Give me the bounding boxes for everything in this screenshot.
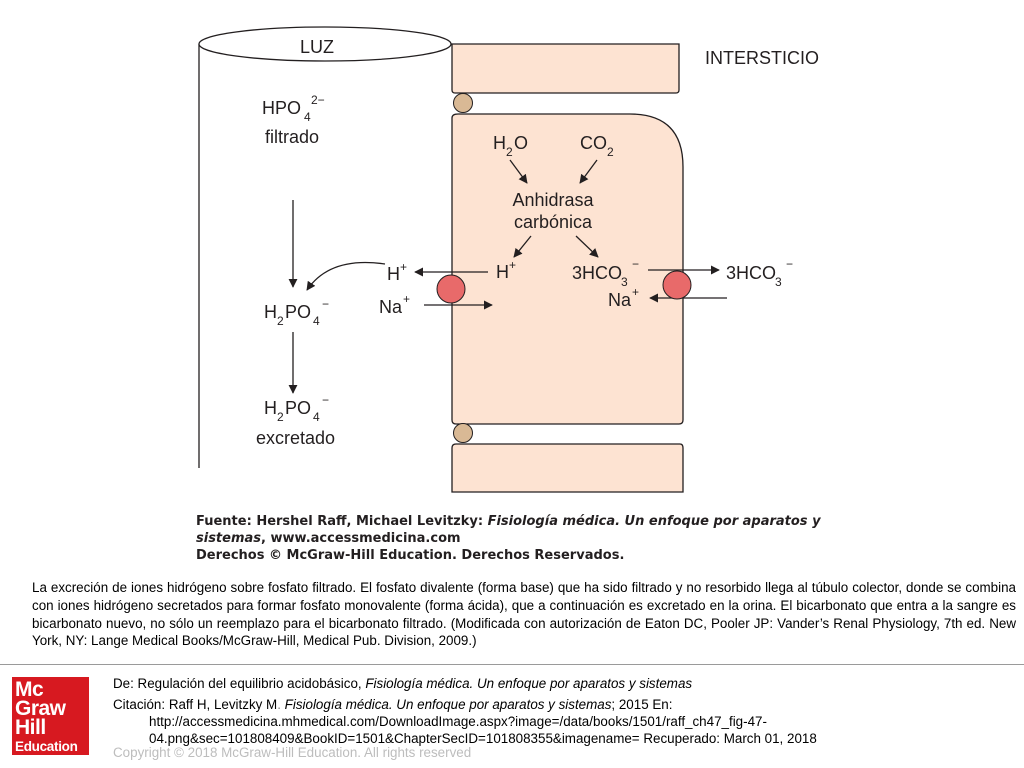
hco3-interstitium-label: 3HCO 3 − — [726, 257, 793, 289]
svg-text:2: 2 — [506, 145, 513, 159]
hpo4-filtered-label: HPO 4 2− filtrado — [262, 93, 325, 147]
svg-text:+: + — [509, 258, 516, 272]
source-line-3: Derechos © McGraw-Hill Education. Derech… — [196, 548, 625, 563]
h-plus-cell-label: H + — [496, 258, 516, 282]
footer-divider — [0, 664, 1024, 665]
svg-text:H: H — [496, 262, 509, 282]
co2-label: CO 2 — [580, 133, 614, 159]
tight-junction-bottom — [453, 423, 473, 443]
svg-text:3: 3 — [775, 275, 782, 289]
logo-education: Education — [15, 739, 78, 754]
svg-text:filtrado: filtrado — [265, 127, 319, 147]
citation-url-line-1[interactable]: http://accessmedicina.mhmedical.com/Down… — [149, 714, 767, 729]
h-plus-lumen-label: H + — [387, 260, 407, 284]
hco3-cell-label: 3HCO 3 − — [572, 257, 639, 289]
citation-line: Citación: Raff H, Levitzky M. Fisiología… — [113, 697, 673, 712]
svg-text:O: O — [514, 133, 528, 153]
source-line-1: Fuente: Hershel Raff, Michael Levitzky: … — [196, 514, 821, 529]
lower-cell — [451, 443, 684, 493]
svg-text:H: H — [264, 302, 277, 322]
svg-text:3HCO: 3HCO — [572, 263, 622, 283]
source-line-2: sistemas, www.accessmedicina.com — [196, 531, 461, 546]
svg-text:PO: PO — [285, 302, 311, 322]
citation-url-line-2[interactable]: 04.png&sec=101808409&BookID=1501&Chapter… — [149, 731, 817, 746]
main-cell — [451, 113, 684, 425]
arrow-to-h — [513, 235, 532, 258]
lumen-opening — [198, 26, 452, 62]
svg-text:3: 3 — [621, 275, 628, 289]
diagram-canvas: LUZ INTERSTICIO HPO 4 2− filtrado H 2 PO… — [198, 26, 819, 493]
svg-text:CO: CO — [580, 133, 607, 153]
svg-text:4: 4 — [304, 110, 311, 124]
luz-label: LUZ — [300, 37, 334, 57]
copyright-notice: Copyright © 2018 McGraw-Hill Education. … — [113, 745, 472, 760]
na-cell-label: Na + — [608, 285, 639, 310]
diagram: LUZ INTERSTICIO HPO 4 2− filtrado H 2 PO… — [196, 26, 821, 563]
svg-text:+: + — [400, 260, 407, 274]
svg-text:2−: 2− — [311, 93, 325, 107]
svg-text:Na: Na — [608, 290, 632, 310]
tight-junction-top — [453, 93, 473, 113]
svg-text:excretado: excretado — [256, 428, 335, 448]
basolateral-transporter — [662, 270, 692, 300]
mcgraw-hill-logo: Mc Graw Hill Education — [12, 677, 89, 755]
apical-antiporter — [436, 274, 466, 304]
svg-text:+: + — [632, 285, 639, 299]
svg-text:4: 4 — [313, 410, 320, 424]
svg-text:−: − — [322, 393, 329, 407]
logo-wordmark: Mc Graw Hill — [15, 678, 66, 739]
enzyme-label-line1: Anhidrasa — [512, 190, 594, 210]
upper-cell — [451, 43, 680, 94]
from-line: De: Regulación del equilibrio acidobásic… — [113, 676, 693, 691]
h2po4-label: H 2 PO 4 − — [264, 297, 329, 328]
arrow-h2o-in — [509, 159, 528, 184]
svg-text:HPO: HPO — [262, 98, 301, 118]
intersticio-label: INTERSTICIO — [705, 48, 819, 68]
svg-text:2: 2 — [277, 410, 284, 424]
arrow-h-combine — [306, 261, 386, 291]
arrow-to-hco3 — [575, 235, 599, 258]
h2o-label: H 2 O — [493, 133, 528, 159]
na-lumen-label: Na + — [379, 292, 410, 317]
svg-text:H: H — [264, 398, 277, 418]
h2po4-excreted-label: H 2 PO 4 − excretado — [256, 393, 335, 448]
svg-text:PO: PO — [285, 398, 311, 418]
svg-text:4: 4 — [313, 314, 320, 328]
svg-text:H: H — [493, 133, 506, 153]
svg-text:−: − — [322, 297, 329, 311]
svg-text:+: + — [403, 292, 410, 306]
lumen-tube: LUZ — [198, 26, 452, 468]
svg-text:−: − — [632, 257, 639, 271]
arrow-co2-in — [579, 159, 598, 184]
svg-text:−: − — [786, 257, 793, 271]
enzyme-label-line2: carbónica — [514, 212, 593, 232]
svg-text:2: 2 — [607, 145, 614, 159]
svg-text:2: 2 — [277, 314, 284, 328]
svg-text:H: H — [387, 264, 400, 284]
svg-text:Na: Na — [379, 297, 403, 317]
figure-caption: La excreción de iones hidrógeno sobre fo… — [32, 580, 1016, 649]
svg-text:3HCO: 3HCO — [726, 263, 776, 283]
